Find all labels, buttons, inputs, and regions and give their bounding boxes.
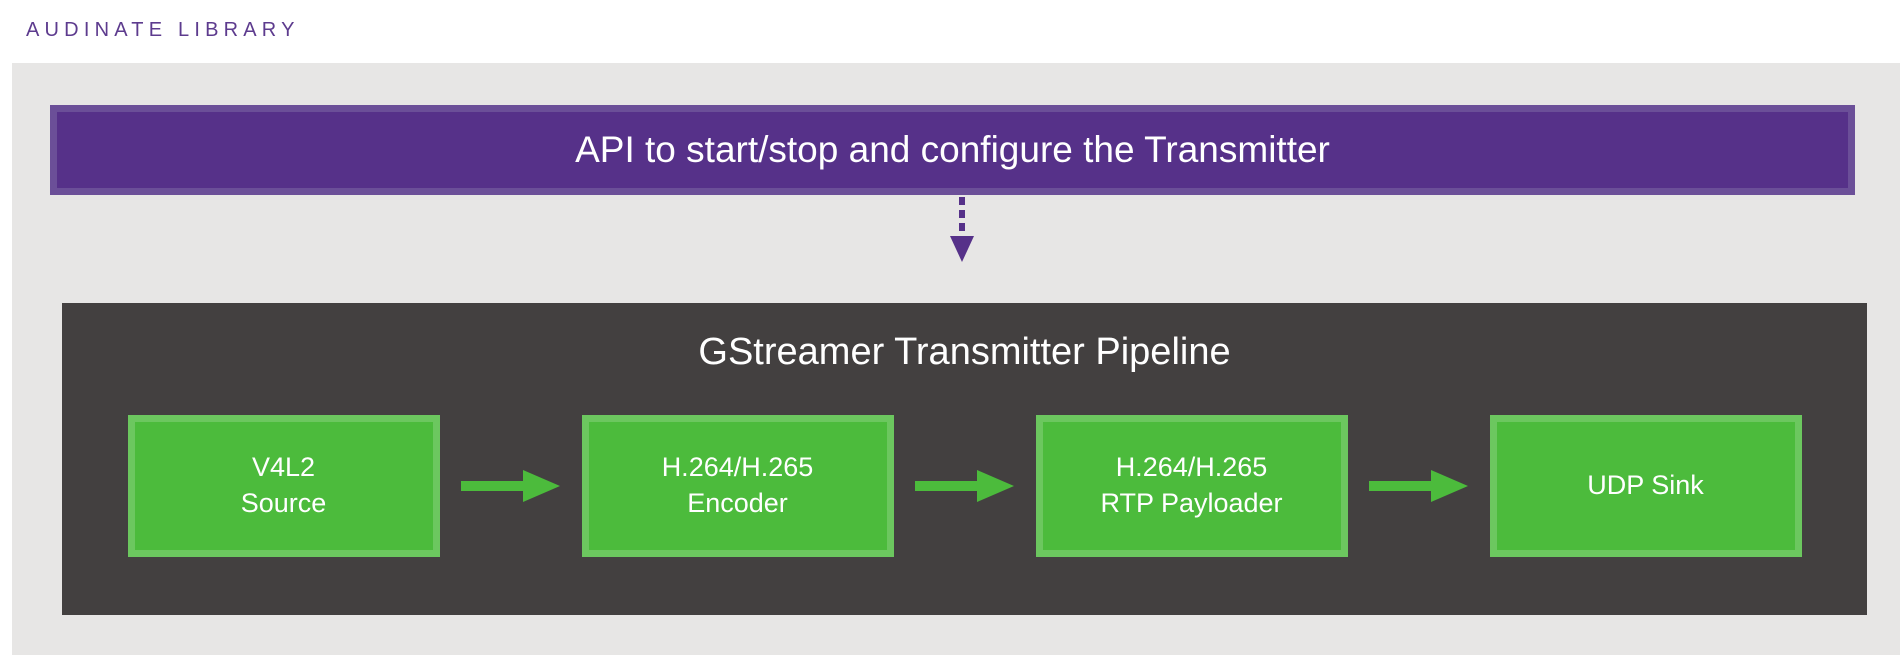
dotted-down-arrow-icon xyxy=(949,197,975,263)
pipeline-stage-rtp-payloader[interactable]: H.264/H.265 RTP Payloader xyxy=(1035,415,1348,557)
stage-inner: UDP Sink xyxy=(1496,422,1795,550)
right-arrow-icon xyxy=(1348,466,1490,506)
stage-label-line-2: Source xyxy=(240,488,327,518)
pipeline-stage-encoder[interactable]: H.264/H.265 Encoder xyxy=(581,415,894,557)
stage-label-line-2: RTP Payloader xyxy=(1100,488,1283,518)
stage-label-line-1: V4L2 xyxy=(251,452,316,483)
stage-inner: V4L2 Source xyxy=(134,422,433,550)
stage-inner: H.264/H.265 RTP Payloader xyxy=(1042,422,1341,550)
api-banner-label: API to start/stop and configure the Tran… xyxy=(575,129,1330,170)
right-arrow-icon xyxy=(894,466,1036,506)
diagram-panel: API to start/stop and configure the Tran… xyxy=(12,63,1900,655)
stage-inner: H.264/H.265 Encoder xyxy=(588,422,887,550)
pipeline-stage-row: V4L2 Source H.264/H.265 Encoder xyxy=(62,411,1867,561)
stage-label-line-1: UDP Sink xyxy=(1587,470,1704,501)
api-banner: API to start/stop and configure the Tran… xyxy=(50,105,1855,195)
stage-label-line-1: H.264/H.265 xyxy=(1115,452,1268,483)
pipeline-stage-v4l2-source[interactable]: V4L2 Source xyxy=(127,415,440,557)
pipeline-stage-udp-sink[interactable]: UDP Sink xyxy=(1489,415,1802,557)
right-arrow-icon xyxy=(440,466,582,506)
pipeline-box: GStreamer Transmitter Pipeline V4L2 Sour… xyxy=(62,303,1867,615)
api-banner-inner: API to start/stop and configure the Tran… xyxy=(57,112,1848,188)
page-header: AUDINATE LIBRARY xyxy=(26,10,300,50)
stage-label-line-2: Encoder xyxy=(687,488,788,518)
stage-label-line-1: H.264/H.265 xyxy=(661,452,814,483)
pipeline-title: GStreamer Transmitter Pipeline xyxy=(698,331,1231,373)
page-title: AUDINATE LIBRARY xyxy=(26,18,300,41)
